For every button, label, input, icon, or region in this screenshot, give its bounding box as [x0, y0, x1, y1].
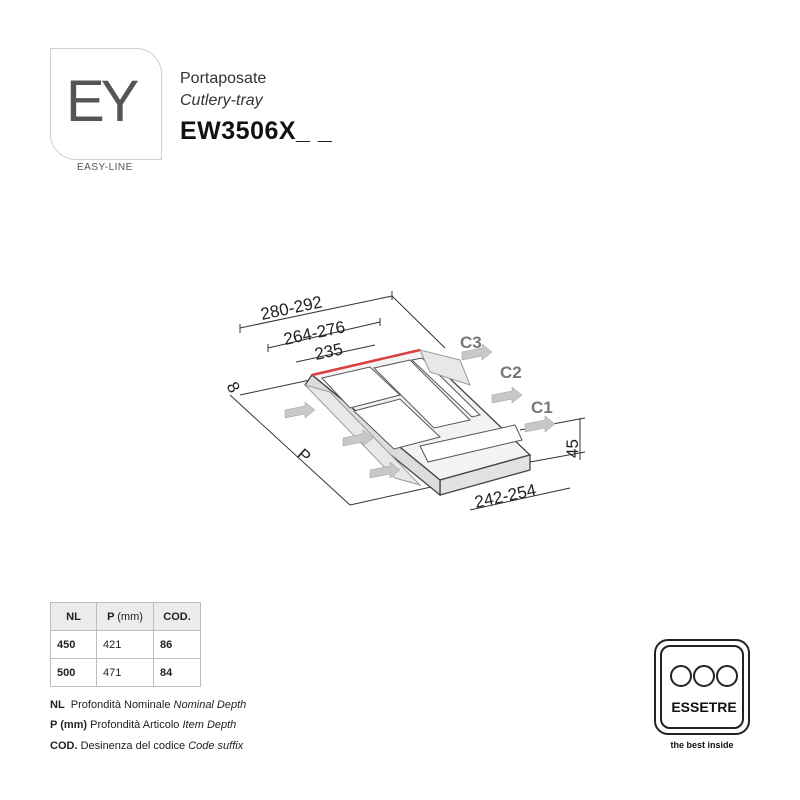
- dim-line-depth: [229, 394, 351, 506]
- row-p: 421: [96, 630, 154, 659]
- dim-inner-width: 235: [313, 339, 345, 363]
- legend-english: Nominal Depth: [173, 699, 247, 711]
- dim-offset: 8: [223, 379, 244, 397]
- legend-abbr: COD.: [50, 740, 78, 752]
- cutlery-tray-compartments: [321, 357, 523, 463]
- legend-english: Item Depth: [182, 719, 237, 731]
- dim-line-offset: [239, 379, 311, 396]
- header-p-unit: (mm): [117, 610, 143, 623]
- header-p-label: P: [107, 610, 115, 623]
- circle-icon: [670, 665, 692, 687]
- dim-line-outer: [239, 295, 393, 329]
- essetre-brand-name: ESSETRE: [671, 699, 737, 715]
- row-nl: 500: [50, 658, 97, 687]
- row-cod: 84: [153, 658, 201, 687]
- depth-table: NL P (mm) COD. 450 421 86 500 471 84: [50, 602, 201, 687]
- legend-italian: Desinenza del codice: [80, 740, 186, 752]
- table-row: 450 421 86: [50, 630, 201, 659]
- circle-icon: [693, 665, 715, 687]
- dim-line-front: [469, 487, 571, 511]
- essetre-tagline: the best inside: [670, 740, 734, 750]
- dim-line-inner: [295, 344, 376, 363]
- legend-item-nl: NL Profondità Nominale Nominal Depth: [50, 699, 246, 711]
- label-c1: C1: [531, 398, 553, 417]
- legend-item-p: P (mm) Profondità Articolo Item Depth: [50, 719, 236, 731]
- row-p: 471: [96, 658, 154, 687]
- circle-icon: [716, 665, 738, 687]
- table-row: 500 471 84: [50, 658, 201, 687]
- essetre-logo-inner: ESSETRE: [660, 645, 744, 729]
- dim-height: 45: [563, 439, 582, 458]
- product-title-english: Cutlery-tray: [180, 92, 263, 109]
- header-nl: NL: [50, 602, 97, 631]
- easy-line-logo-frame: [50, 48, 162, 160]
- inner-width-highlight: [311, 348, 421, 377]
- product-title-italian: Portaposate: [180, 70, 267, 87]
- legend-abbr: P (mm): [50, 719, 88, 731]
- label-c3: C3: [460, 333, 482, 352]
- legend-english: Code suffix: [188, 740, 244, 752]
- row-cod: 86: [153, 630, 201, 659]
- product-code: EW3506X_ _: [180, 117, 333, 145]
- easy-line-logo-caption: EASY-LINE: [77, 162, 133, 173]
- legend-italian: Profondità Nominale: [70, 699, 171, 711]
- label-c2: C2: [500, 363, 522, 382]
- header-cod: COD.: [153, 602, 201, 631]
- dim-line-mid: [267, 321, 381, 349]
- legend-item-cod: COD. Desinenza del codice Code suffix: [50, 740, 243, 752]
- legend-italian: Profondità Articolo: [90, 719, 180, 731]
- legend-abbr: NL: [50, 699, 65, 711]
- header-p: P (mm): [96, 602, 154, 631]
- dim-outer-width: 280-292: [259, 292, 324, 324]
- essetre-logo: ESSETRE: [654, 639, 750, 735]
- row-nl: 450: [50, 630, 97, 659]
- table-header-row: NL P (mm) COD.: [50, 602, 201, 631]
- dim-front-width: 242-254: [473, 480, 538, 512]
- easy-line-logo-letters: EY: [66, 69, 139, 134]
- adjust-arrows: [284, 343, 556, 479]
- dim-depth-label: P: [293, 445, 314, 467]
